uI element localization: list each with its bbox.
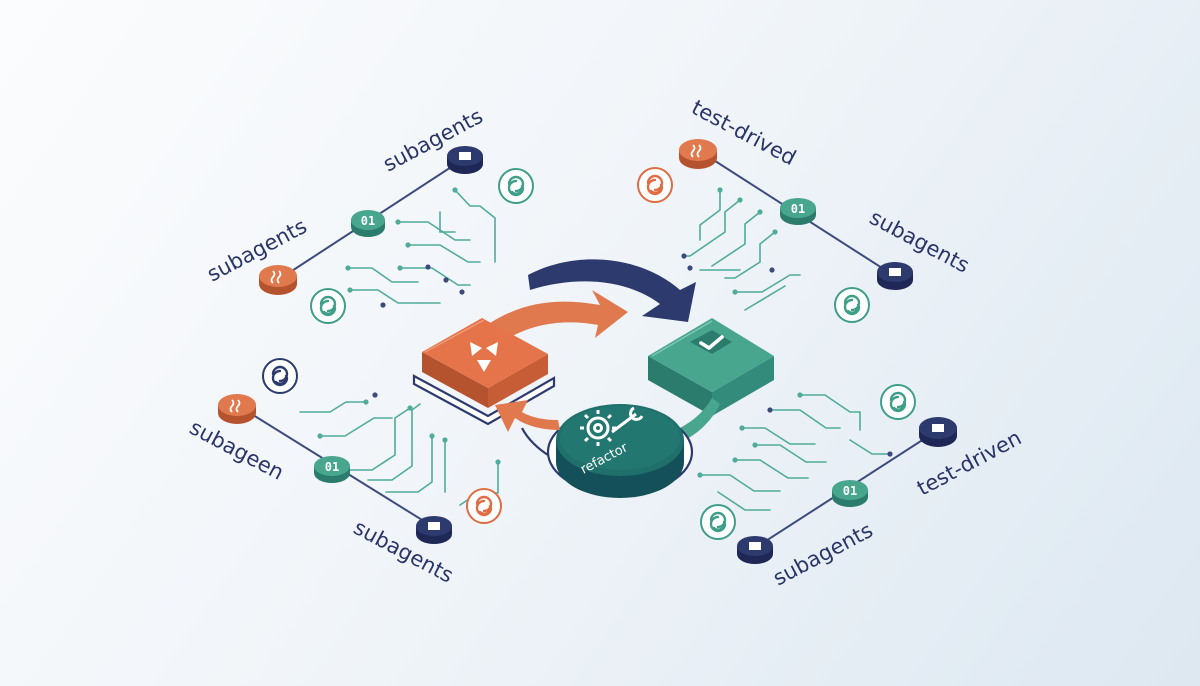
node-navy-top-right[interactable] (877, 262, 913, 290)
binary-icon: 01 (325, 460, 339, 474)
ring-node-top-right-b[interactable] (833, 286, 871, 324)
squiggle-icon (690, 144, 702, 158)
circuit-traces (299, 187, 893, 511)
orange-return-arrow (495, 400, 560, 456)
window-icon (459, 152, 471, 160)
window-icon (889, 268, 901, 276)
window-icon (932, 424, 944, 432)
ring-node-top-left-a[interactable] (497, 167, 535, 205)
green-test-block[interactable] (648, 318, 774, 416)
node-navy-bottom-left[interactable] (416, 516, 452, 544)
binary-icon: 01 (361, 214, 375, 228)
node-labels: subagents subagents test-drived subagent… (186, 95, 1026, 590)
node-teal-top-right[interactable]: 01 (780, 198, 816, 225)
binary-icon: 01 (791, 202, 805, 216)
orange-cycle-arrow (480, 290, 628, 348)
node-navy-bottom-right-b[interactable] (737, 536, 773, 564)
ring-node-top-right-a[interactable] (636, 166, 674, 204)
red-test-block[interactable] (412, 318, 556, 426)
squiggle-icon (270, 270, 282, 284)
window-icon (428, 522, 440, 530)
navy-cycle-arrow (528, 259, 696, 322)
node-navy-bottom-right-a[interactable] (919, 417, 957, 447)
squiggle-icon (229, 399, 241, 413)
ring-node-bottom-right-b[interactable] (699, 503, 737, 541)
ring-node-top-left-b[interactable] (309, 287, 347, 325)
binary-icon: 01 (843, 484, 857, 498)
node-teal-top-left[interactable]: 01 (351, 210, 385, 237)
ring-node-bottom-right-a[interactable] (879, 383, 917, 421)
ring-node-bottom-left-a[interactable] (261, 357, 299, 395)
node-teal-bottom-left[interactable]: 01 (314, 456, 350, 483)
node-teal-bottom-right[interactable]: 01 (832, 480, 868, 507)
label-bottom-left-a: subageen (186, 415, 288, 485)
node-navy-top-left[interactable] (447, 146, 483, 174)
checkmark-icon (690, 330, 732, 354)
ring-node-bottom-left-b[interactable] (465, 487, 503, 525)
node-orange-top-right[interactable] (679, 139, 717, 169)
teal-cycle-arrow (680, 398, 720, 440)
gear-wrench-icon (580, 406, 644, 446)
warning-triangles-icon (470, 342, 498, 372)
node-orange-top-left[interactable] (259, 265, 297, 295)
refactor-disc[interactable]: refactor (546, 404, 694, 498)
node-orange-bottom-left[interactable] (218, 394, 256, 424)
window-icon (749, 542, 761, 550)
